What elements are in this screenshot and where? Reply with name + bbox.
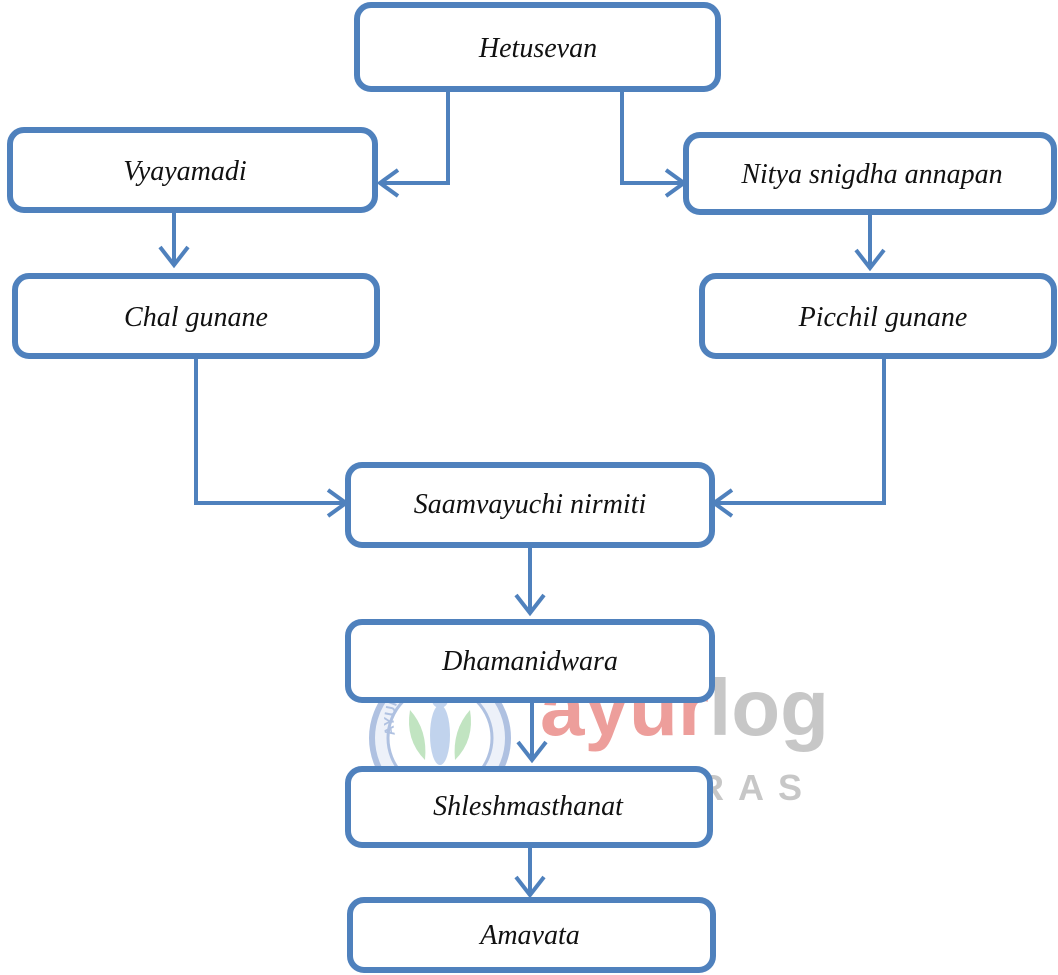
box-chal-gunane: [12, 273, 380, 359]
connector-hetusevan-to-nitya-snigdha-annapan: [620, 90, 688, 198]
label-hetusevan: Hetusevan: [478, 33, 597, 64]
label-vyayamadi: Vyayamadi: [123, 156, 246, 187]
box-dhamanidwara: [345, 619, 715, 703]
label-saamvayuchi-nirmiti: Saamvayuchi nirmiti: [414, 489, 647, 520]
connector-hetusevan-to-vyayamadi: [376, 90, 450, 198]
connector-vyayamadi-to-chal-gunane: [158, 209, 190, 269]
label-chal-gunane: Chal gunane: [124, 302, 268, 333]
box-amavata: [347, 897, 716, 973]
connector-chal-gunane-to-saamvayuchi-nirmiti: [194, 357, 350, 518]
box-nitya-snigdha-annapan: [683, 132, 1057, 215]
box-picchil-gunane: [699, 273, 1057, 359]
connector-shleshmasthanat-to-amavata: [514, 845, 546, 899]
label-dhamanidwara: Dhamanidwara: [441, 646, 618, 677]
box-hetusevan: [354, 2, 721, 92]
connector-saamvayuchi-nirmiti-to-dhamanidwara: [514, 545, 546, 617]
label-amavata: Amavata: [478, 920, 580, 951]
label-picchil-gunane: Picchil gunane: [798, 302, 968, 333]
connector-picchil-gunane-to-saamvayuchi-nirmiti: [710, 357, 886, 518]
connector-dhamanidwara-to-shleshmasthanat: [516, 700, 548, 764]
box-vyayamadi: [7, 127, 378, 213]
label-shleshmasthanat: Shleshmasthanat: [433, 791, 624, 822]
box-saamvayuchi-nirmiti: [345, 462, 715, 548]
label-nitya-snigdha-annapan: Nitya snigdha annapan: [740, 159, 1002, 190]
box-shleshmasthanat: [345, 766, 713, 848]
watermark-brand-part2: log: [709, 663, 829, 752]
connector-nitya-to-picchil-gunane: [854, 212, 886, 272]
